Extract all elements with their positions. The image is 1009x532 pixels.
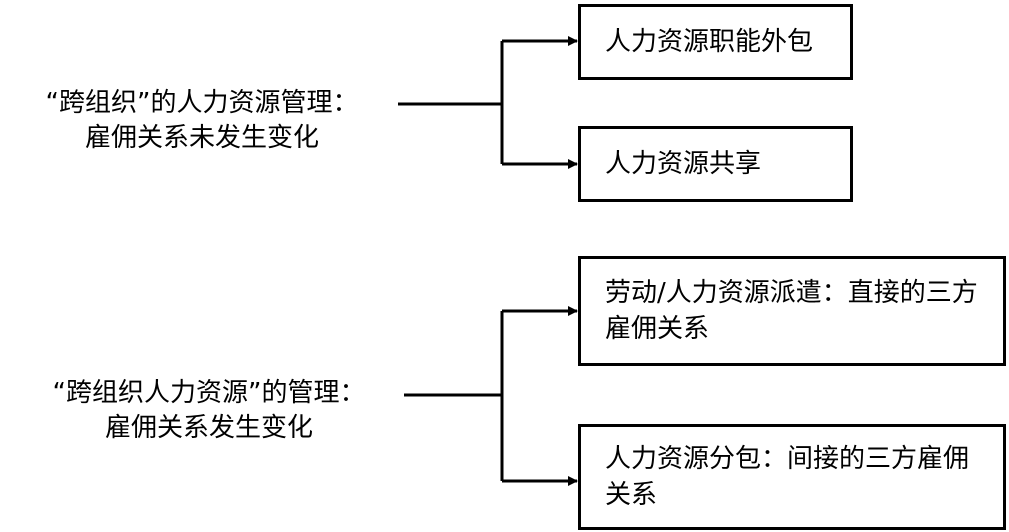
source-node-line: “跨组织”的人力资源管理： — [45, 88, 359, 118]
source-node-line: “跨组织人力资源”的管理： — [52, 378, 366, 408]
target-box-hr-sharing: 人力资源共享 — [578, 126, 853, 202]
source-node-cross-organization-hrm: “跨组织”的人力资源管理： 雇佣关系未发生变化 — [14, 86, 390, 156]
target-box-label: 人力资源职能外包 — [605, 27, 814, 57]
target-box-label: 劳动/人力资源派遣：直接的三方雇佣关系 — [605, 278, 978, 344]
target-box-label: 人力资源共享 — [605, 149, 762, 179]
target-box-hr-outsourcing: 人力资源职能外包 — [578, 4, 853, 80]
source-node-line: 雇佣关系未发生变化 — [84, 123, 319, 153]
target-box-label: 人力资源分包：间接的三方雇佣关系 — [605, 444, 970, 510]
source-node-line: 雇佣关系发生变化 — [104, 413, 313, 443]
target-box-hr-subcontracting: 人力资源分包：间接的三方雇佣关系 — [578, 424, 1006, 530]
target-box-hr-dispatch: 劳动/人力资源派遣：直接的三方雇佣关系 — [578, 256, 1006, 366]
source-node-cross-organization-hr: “跨组织人力资源”的管理： 雇佣关系发生变化 — [14, 376, 404, 446]
